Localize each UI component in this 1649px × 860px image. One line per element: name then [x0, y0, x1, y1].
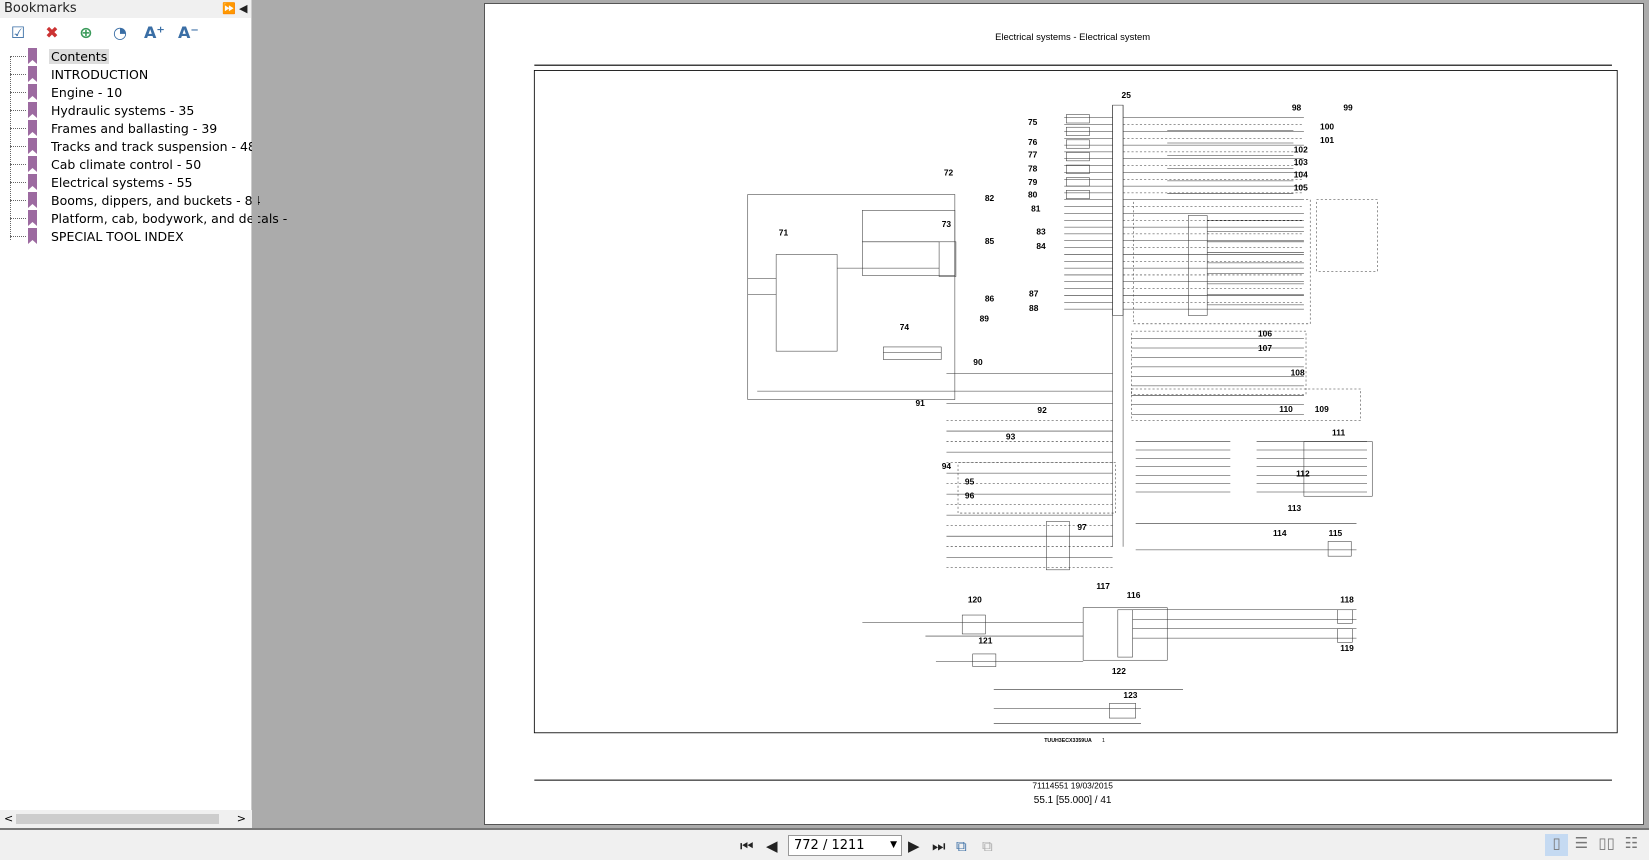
bookmark-item[interactable]: Engine - 10	[10, 83, 124, 101]
tree-connector	[10, 217, 26, 219]
chevron-down-icon[interactable]: ▼	[890, 840, 897, 850]
close-panel-icon[interactable]: ◀	[239, 2, 248, 15]
bookmark-icon	[28, 48, 37, 64]
font-increase-icon[interactable]: A⁺	[144, 23, 165, 42]
previous-page-button[interactable]: ◀	[766, 837, 778, 855]
next-page-button[interactable]: ▶	[908, 837, 920, 855]
facing-view-button[interactable]: ▯▯	[1598, 834, 1615, 852]
bookmark-item[interactable]: Contents	[10, 47, 110, 65]
bookmark-item[interactable]: INTRODUCTION	[10, 65, 150, 83]
tree-connector	[10, 235, 26, 237]
page-number-input[interactable]: 772 / 1211 ▼	[788, 835, 902, 856]
find-bookmark-icon[interactable]: ◔	[113, 23, 127, 42]
scrollbar-thumb[interactable]	[16, 814, 219, 824]
bookmark-label: Frames and ballasting - 39	[51, 120, 218, 136]
bookmark-icon	[28, 228, 37, 244]
bookmark-label: Platform, cab, bodywork, and decals -	[51, 210, 288, 226]
bookmark-icon	[28, 138, 37, 154]
bookmark-item[interactable]: Frames and ballasting - 39	[10, 119, 219, 137]
bookmark-item[interactable]: Tracks and track suspension - 48	[10, 137, 258, 155]
bookmark-icon	[28, 66, 37, 82]
collapse-expand-icon[interactable]: ⏩	[222, 2, 236, 15]
bookmark-icon	[28, 102, 37, 118]
continuous-view-button[interactable]: ☰	[1574, 834, 1589, 852]
scroll-left-icon[interactable]: <	[4, 812, 14, 825]
tree-connector	[10, 163, 26, 165]
next-view-icon: ⧉	[982, 837, 993, 855]
tree-connector	[10, 109, 26, 111]
horizontal-scrollbar[interactable]: < >	[0, 810, 252, 828]
bookmark-icon	[28, 120, 37, 136]
bookmark-item[interactable]: Electrical systems - 55	[10, 173, 195, 191]
bookmark-icon	[28, 192, 37, 208]
bookmark-icon	[28, 174, 37, 190]
bookmarks-title: Bookmarks	[4, 1, 77, 16]
bookmark-label: Engine - 10	[51, 84, 123, 100]
tree-connector	[10, 181, 26, 183]
bookmark-label: Hydraulic systems - 35	[51, 102, 195, 118]
bookmark-icon	[28, 210, 37, 226]
tree-connector	[10, 127, 26, 129]
tree-connector	[10, 199, 26, 201]
tree-guide	[10, 56, 11, 240]
pdf-page	[484, 3, 1644, 825]
panel-splitter[interactable]	[252, 0, 258, 828]
bookmark-item[interactable]: Platform, cab, bodywork, and decals -	[10, 209, 289, 227]
bookmark-label: INTRODUCTION	[51, 66, 149, 82]
bookmark-item[interactable]: Booms, dippers, and buckets - 84	[10, 191, 263, 209]
bookmark-label: SPECIAL TOOL INDEX	[51, 228, 184, 244]
tree-connector	[10, 55, 26, 57]
bookmarks-toolbar: ☑ ✖ ⊕ ◔ A⁺ A⁻	[0, 18, 251, 48]
bookmark-icon	[28, 156, 37, 172]
single-page-view-button[interactable]: ▯	[1545, 834, 1568, 856]
bookmark-icon	[28, 84, 37, 100]
bookmark-item[interactable]: Hydraulic systems - 35	[10, 101, 196, 119]
continuous-facing-view-button[interactable]: ☷	[1624, 834, 1639, 852]
first-page-button[interactable]: ⏮	[740, 837, 754, 855]
bookmark-label: Cab climate control - 50	[51, 156, 202, 172]
bookmark-label: Contents	[49, 48, 110, 64]
bookmark-item[interactable]: SPECIAL TOOL INDEX	[10, 227, 186, 245]
tree-connector	[10, 145, 26, 147]
bookmark-label: Electrical systems - 55	[51, 174, 193, 190]
scroll-right-icon[interactable]: >	[236, 812, 246, 825]
bookmark-label: Tracks and track suspension - 48	[51, 138, 256, 154]
bookmarks-header: Bookmarks ⏩ ◀	[0, 0, 251, 18]
last-page-button[interactable]: ⏭	[932, 837, 946, 855]
font-decrease-icon[interactable]: A⁻	[178, 23, 199, 42]
tree-connector	[10, 91, 26, 93]
previous-view-icon[interactable]: ⧉	[956, 837, 967, 855]
tree-connector	[10, 73, 26, 75]
add-bookmark-icon[interactable]: ⊕	[79, 23, 93, 42]
bookmark-label: Booms, dippers, and buckets - 84	[51, 192, 261, 208]
delete-bookmark-icon[interactable]: ✖	[45, 23, 59, 42]
bookmark-item[interactable]: Cab climate control - 50	[10, 155, 203, 173]
expand-all-icon[interactable]: ☑	[10, 23, 26, 42]
page-indicator: 772 / 1211	[794, 838, 865, 853]
navigation-toolbar: ⏮ ◀ 772 / 1211 ▼ ▶ ⏭ ⧉ ⧉ ▯ ☰ ▯▯ ☷	[0, 828, 1649, 860]
